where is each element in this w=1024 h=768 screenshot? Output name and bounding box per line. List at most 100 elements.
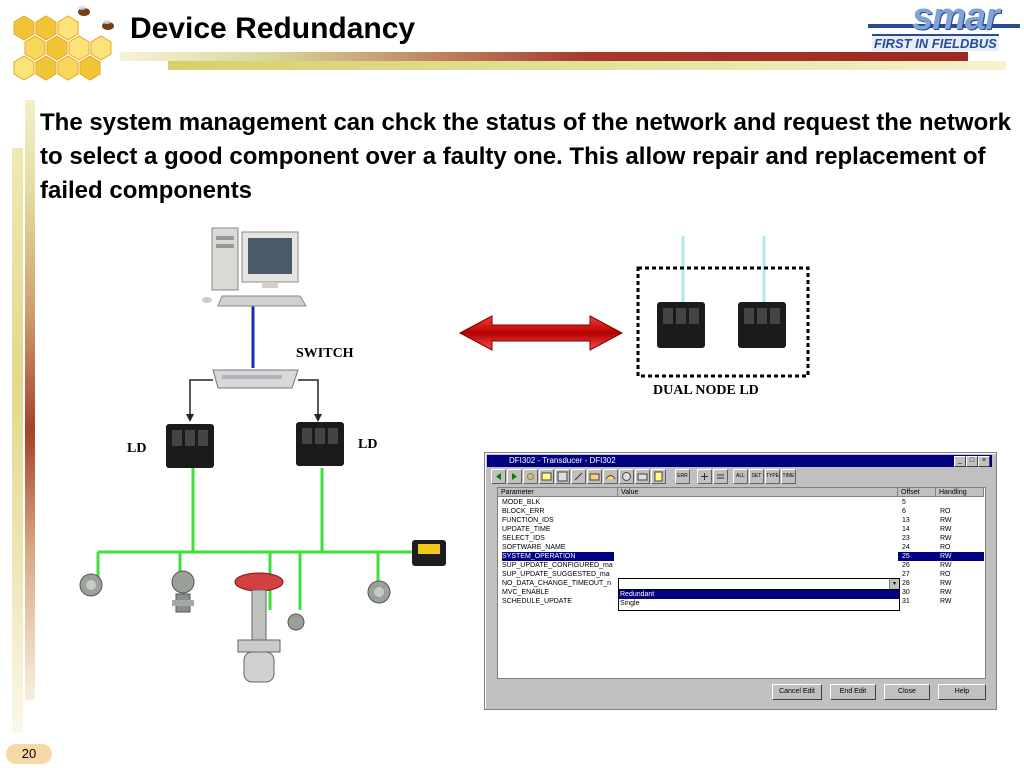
cancel-edit-button[interactable]: Cancel Edit (772, 684, 822, 700)
col-header-handling[interactable]: Handling (936, 488, 984, 497)
col-header-parameter[interactable]: Parameter (498, 488, 618, 497)
param-handling: RW (940, 589, 952, 596)
dropdown-option-redundant[interactable]: Redundant (619, 590, 899, 599)
pressure-transmitter-2-icon (171, 570, 195, 613)
dialog-title: DFI302 - Transducer - DFI302 (509, 456, 616, 465)
param-name: SCHEDULE_UPDATE (502, 598, 572, 605)
time-filter-icon[interactable]: TIME (781, 469, 796, 484)
transducer-dialog: DFI302 - Transducer - DFI302 _ □ × ERR A… (484, 452, 997, 710)
dropdown-option-single[interactable]: Single (620, 600, 640, 607)
param-handling: RW (936, 552, 984, 561)
dual-ld-module-1-icon (657, 302, 705, 348)
side-bar-light (12, 148, 23, 733)
param-handling: RW (940, 580, 952, 587)
dual-ld-module-2-icon (738, 302, 786, 348)
dropdown-options-list: Redundant Single (618, 589, 900, 611)
table-row[interactable]: BLOCK_ERR 6 RO (498, 507, 984, 516)
help-icon[interactable] (651, 469, 666, 484)
add-param-icon[interactable] (697, 469, 712, 484)
param-offset: 6 (902, 508, 906, 515)
dialog-titlebar: DFI302 - Transducer - DFI302 _ □ × (487, 455, 992, 467)
monitor-icon[interactable] (619, 469, 634, 484)
maximize-button[interactable]: □ (966, 456, 978, 467)
control-valve-icon (234, 572, 305, 683)
close-button[interactable]: Close (884, 684, 930, 700)
param-handling: RW (940, 562, 952, 569)
minimize-button[interactable]: _ (954, 456, 966, 467)
type-filter-icon[interactable]: TYPE (765, 469, 780, 484)
side-bar-accent (25, 100, 35, 700)
param-handling: RW (940, 535, 952, 542)
pressure-transmitter-3-icon (367, 580, 391, 604)
dual-node-ld-group (636, 236, 810, 378)
chevron-down-icon[interactable]: ▾ (889, 579, 899, 589)
param-handling: RW (940, 526, 952, 533)
param-name: SUP_UPDATE_SUGGESTED_ma (502, 571, 610, 578)
param-offset: 14 (902, 526, 910, 533)
redundancy-double-arrow-icon (458, 315, 624, 351)
refresh-icon[interactable] (523, 469, 538, 484)
param-handling: RO (940, 508, 951, 515)
edit-icon[interactable] (587, 469, 602, 484)
print-icon[interactable] (635, 469, 650, 484)
switch-to-ld-right-arrow (298, 379, 319, 420)
yellow-interface-device-icon (412, 540, 446, 566)
back-icon[interactable] (491, 469, 506, 484)
dialog-toolbar: ERR ALL SET TYPE TIME (487, 468, 992, 485)
network-diagram (79, 227, 446, 683)
fieldbus-network (96, 468, 420, 610)
err-filter-icon[interactable]: ERR (675, 469, 690, 484)
page-title: Device Redundancy (130, 12, 416, 45)
smar-logo-tagline: FIRST IN FIELDBUS (872, 34, 999, 51)
param-offset: 31 (902, 598, 910, 605)
param-handling: RW (940, 517, 952, 524)
parameter-grid: Parameter Value Offset Handling MODE_BLK… (497, 487, 986, 679)
ld-left-label: LD (127, 441, 147, 456)
ld-module-left-icon (166, 424, 214, 468)
param-name: SUP_UPDATE_CONFIGURED_ma (502, 562, 613, 569)
header-rule-light (168, 61, 1006, 70)
param-offset: 28 (902, 580, 910, 587)
smar-logo-word: smar (912, 0, 1000, 38)
online-icon[interactable] (603, 469, 618, 484)
ld-right-label: LD (358, 437, 378, 452)
pen-icon[interactable] (571, 469, 586, 484)
param-name: MVC_ENABLE (502, 589, 550, 596)
col-header-value[interactable]: Value (618, 488, 898, 497)
param-name: BLOCK_ERR (502, 508, 545, 515)
forward-icon[interactable] (507, 469, 522, 484)
help-button[interactable]: Help (938, 684, 986, 700)
table-icon[interactable] (539, 469, 554, 484)
col-header-offset[interactable]: Offset (898, 488, 936, 497)
settings-icon[interactable] (555, 469, 570, 484)
param-name: SOFTWARE_NAME (502, 544, 566, 551)
param-name: MODE_BLK (502, 499, 541, 506)
pressure-transmitter-1-icon (79, 573, 103, 597)
switch-label: SWITCH (296, 346, 354, 361)
honeycomb-logo (4, 2, 122, 88)
ld-module-right-icon (296, 422, 344, 466)
end-edit-button[interactable]: End Edit (830, 684, 876, 700)
param-offset: 25 (898, 552, 940, 561)
param-offset: 13 (902, 517, 910, 524)
dual-node-ld-label: DUAL NODE LD (653, 383, 759, 398)
switch-icon (212, 369, 299, 389)
page-number: 20 (6, 744, 52, 764)
checklist-icon[interactable] (713, 469, 728, 484)
header-rule-dark (120, 52, 968, 61)
set-filter-icon[interactable]: SET (749, 469, 764, 484)
close-window-button[interactable]: × (978, 456, 990, 467)
param-handling: RO (940, 544, 951, 551)
all-filter-icon[interactable]: ALL (733, 469, 748, 484)
